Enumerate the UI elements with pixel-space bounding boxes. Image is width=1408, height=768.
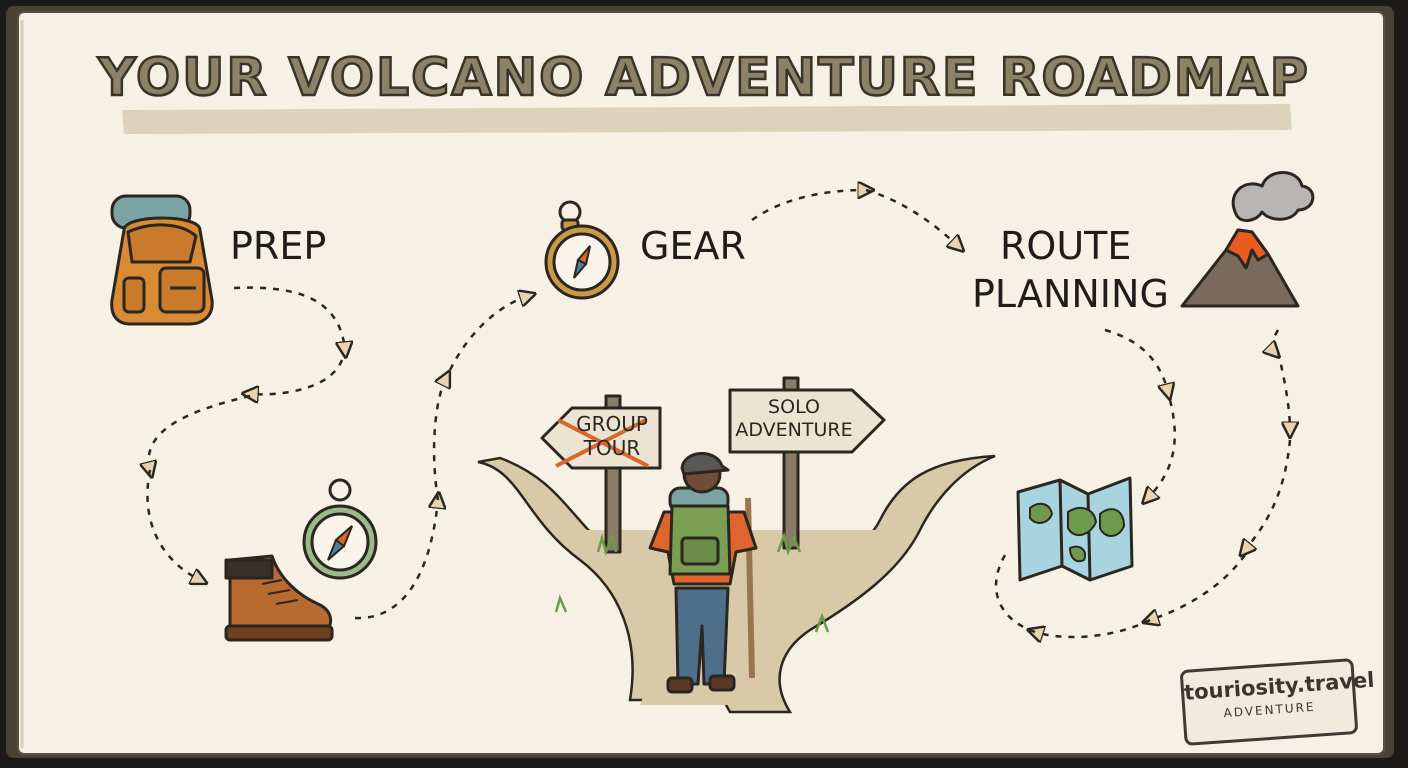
title-highlight bbox=[122, 104, 1292, 134]
world-map-icon bbox=[1016, 476, 1134, 582]
grass-tufts bbox=[554, 531, 830, 633]
sign-left-line2: TOUR bbox=[583, 436, 641, 460]
flow-prep-3 bbox=[149, 394, 251, 470]
trail-right bbox=[718, 454, 996, 714]
flow-prep-1 bbox=[233, 286, 345, 350]
flow-prep-2 bbox=[250, 359, 344, 394]
signpost-left-icon bbox=[540, 394, 662, 554]
flow-boot-3 bbox=[448, 296, 528, 371]
flow-prep-4 bbox=[146, 469, 200, 580]
flow-volcano-1 bbox=[1272, 329, 1278, 352]
flow-route-2 bbox=[1148, 399, 1176, 498]
flow-gear-2 bbox=[865, 188, 958, 246]
sign-right-line2: ADVENTURE bbox=[735, 419, 853, 441]
flow-volcano-5 bbox=[1035, 618, 1151, 637]
step-label-route-line2: PLANNING bbox=[972, 272, 1169, 316]
hiker-icon bbox=[648, 452, 758, 694]
sign-right-line1: SOLO bbox=[768, 396, 820, 418]
flow-gear-1 bbox=[751, 190, 866, 222]
compass-icon bbox=[544, 200, 620, 300]
compass-small-icon bbox=[302, 478, 378, 580]
flow-lines bbox=[147, 190, 1290, 637]
flow-volcano-4 bbox=[1150, 554, 1247, 620]
backpack-icon bbox=[110, 194, 214, 326]
flow-boot-1 bbox=[354, 500, 438, 620]
volcano-icon bbox=[1180, 171, 1315, 308]
flow-route-1 bbox=[1104, 328, 1168, 392]
trail-junction bbox=[560, 530, 900, 705]
step-label-gear: GEAR bbox=[640, 224, 746, 268]
sign-left-line1: GROUP bbox=[576, 412, 648, 436]
brand-stamp: touriosity.travel ADVENTURE bbox=[1179, 658, 1375, 746]
flow-volcano-2 bbox=[1276, 351, 1290, 430]
step-label-prep: PREP bbox=[230, 224, 327, 268]
boot-icon bbox=[224, 554, 334, 642]
sign-right-text: SOLO ADVENTURE bbox=[732, 396, 856, 442]
flow-volcano-3 bbox=[1245, 439, 1292, 550]
page-title: YOUR VOLCANO ADVENTURE ROADMAP bbox=[97, 47, 1310, 110]
sign-left-text: GROUP TOUR bbox=[560, 412, 664, 460]
step-label-route-line1: ROUTE bbox=[1000, 224, 1132, 268]
signpost-right-icon bbox=[728, 376, 886, 550]
flow-boot-2 bbox=[432, 378, 446, 501]
